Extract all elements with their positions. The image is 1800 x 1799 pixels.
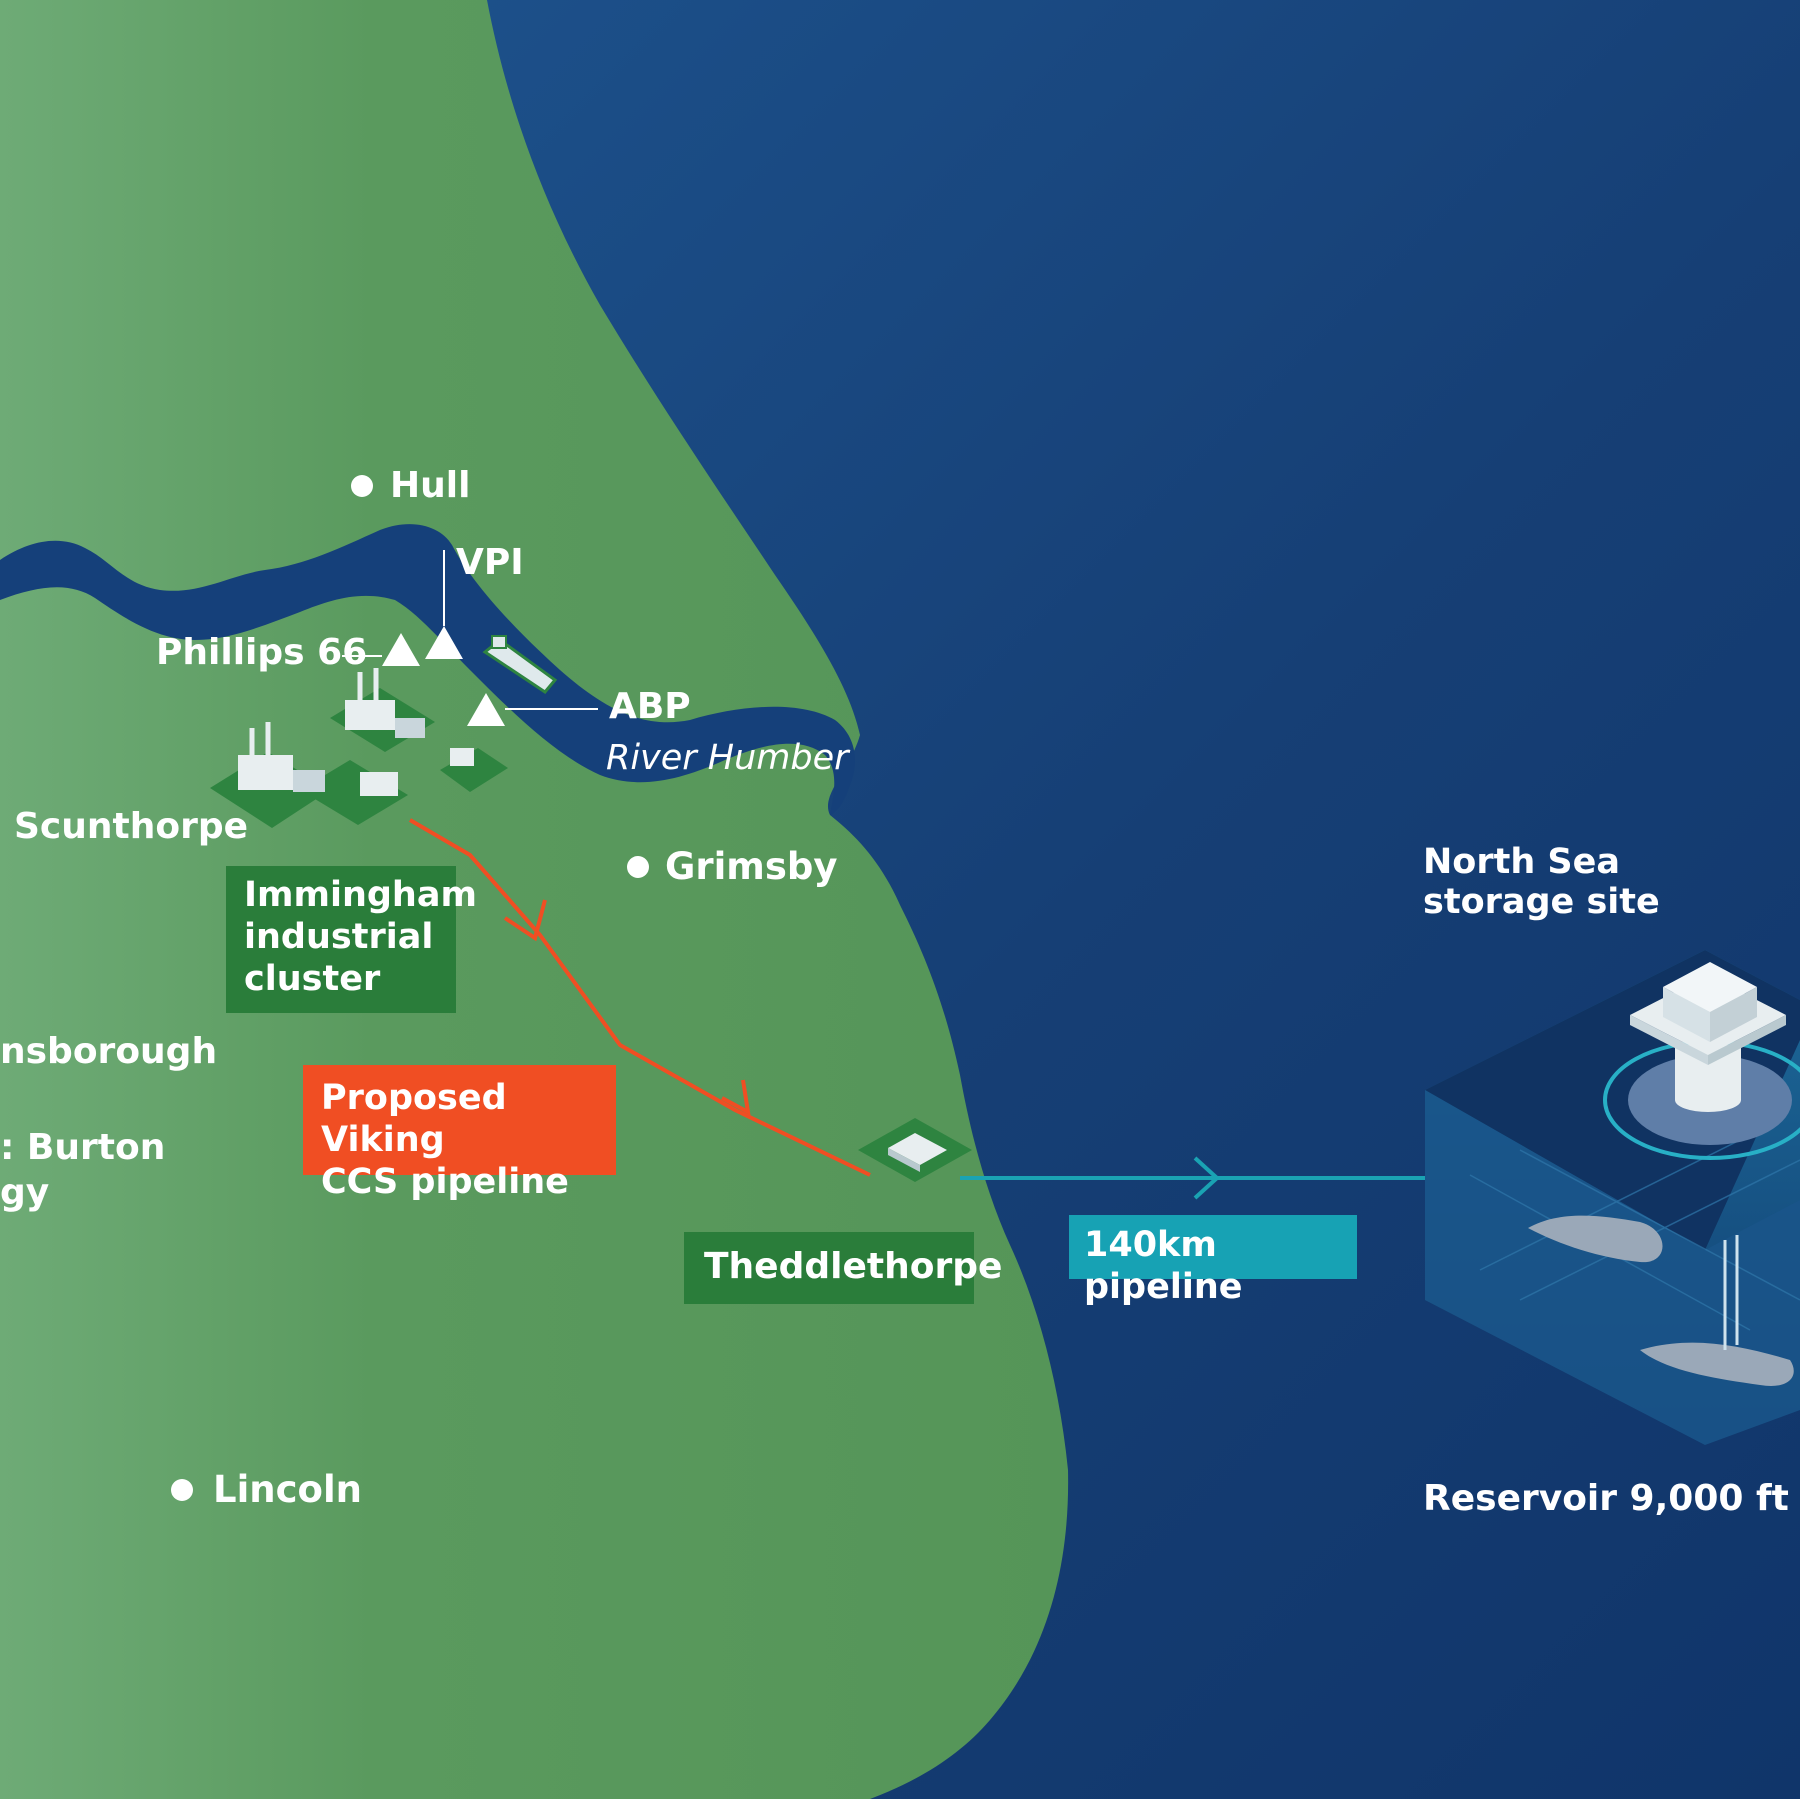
scunthorpe-label: Scunthorpe — [14, 806, 249, 847]
immingham-line3: cluster — [244, 959, 381, 999]
immingham-line2: industrial — [244, 917, 434, 957]
abp-marker-icon — [467, 693, 598, 726]
pipeline-140km-label: 140km pipeline — [1069, 1215, 1357, 1307]
reservoir-depth-label: Reservoir 9,000 ft belo — [1423, 1478, 1800, 1519]
lincoln-label: Lincoln — [213, 1468, 362, 1511]
river-humber-label: River Humber — [606, 738, 849, 778]
grimsby-dot — [627, 856, 649, 878]
terminal-icon — [858, 1118, 972, 1182]
hull-label: Hull — [390, 465, 471, 506]
viking-line1: Proposed Viking — [321, 1078, 507, 1160]
viking-line2: CCS pipeline — [321, 1162, 569, 1202]
burton-label-line1: : Burton — [0, 1127, 166, 1168]
immingham-line1: Immingham — [244, 875, 477, 915]
ship-icon — [482, 635, 558, 694]
storage-title-line2: storage site — [1423, 882, 1660, 923]
phillips-66-marker-icon — [342, 633, 420, 666]
river-humber — [0, 524, 855, 815]
theddlethorpe-label: Theddlethorpe — [684, 1232, 1002, 1304]
hull-dot — [351, 475, 373, 497]
viking-pipeline — [408, 818, 871, 1177]
phillips-66-label: Phillips 66 — [156, 632, 368, 673]
storage-site-title: North Sea storage site — [1423, 842, 1660, 923]
abp-label: ABP — [609, 686, 691, 727]
vpi-marker-icon — [425, 550, 463, 659]
immingham-cluster-label: Immingham industrial cluster — [226, 866, 477, 1013]
storage-title-line1: North Sea — [1423, 842, 1620, 882]
vpi-label: VPI — [456, 542, 524, 583]
factory-icon — [210, 668, 508, 828]
platform-icon — [1630, 962, 1786, 1112]
viking-pipeline-label: Proposed Viking CCS pipeline — [303, 1065, 616, 1202]
burton-label-line2: gy — [0, 1172, 50, 1213]
grimsby-label: Grimsby — [665, 845, 838, 888]
gainsborough-label: nsborough — [0, 1031, 218, 1072]
lincoln-dot — [171, 1479, 193, 1501]
land — [0, 0, 1069, 1799]
